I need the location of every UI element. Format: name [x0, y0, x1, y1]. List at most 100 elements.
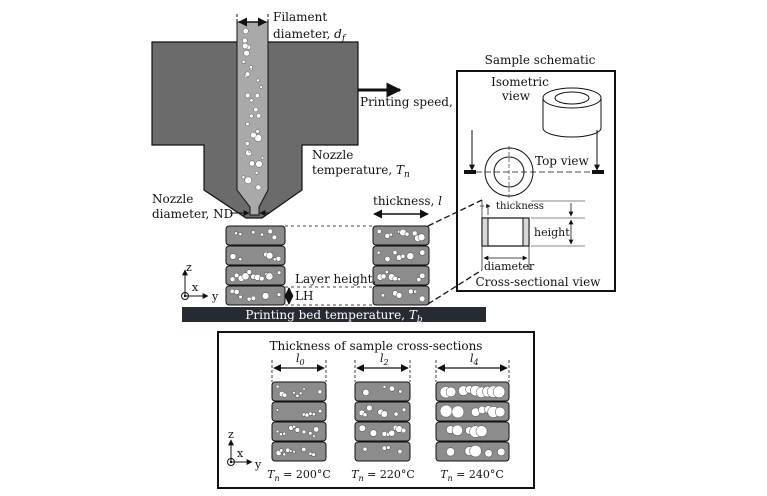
sample-0-void	[308, 431, 313, 436]
filament-bubble	[255, 129, 260, 134]
filament-bubble	[249, 160, 255, 167]
sample-2-void	[469, 444, 482, 458]
printed-void	[404, 231, 410, 237]
printed-void	[411, 230, 418, 237]
printed-void	[250, 295, 256, 301]
filament-bubble	[241, 175, 246, 180]
sample-1-void	[393, 411, 399, 417]
filament-bubble	[248, 149, 252, 153]
printed-void	[267, 228, 273, 235]
filament-bubble	[249, 98, 254, 103]
sample-0-dimension	[271, 360, 327, 382]
axes-bottom	[227, 439, 253, 466]
sample-0-layer	[271, 401, 327, 422]
sample-0-void	[317, 408, 323, 414]
printed-void	[246, 269, 252, 275]
filament-bubble	[244, 176, 252, 185]
layer-height-label: Layer height,	[295, 272, 376, 286]
printed-void	[234, 231, 238, 236]
sample-0-void	[301, 429, 307, 435]
printing-speed-label: Printing speed, v	[360, 95, 464, 109]
printed-void	[376, 250, 381, 255]
sample-0-void	[311, 412, 316, 417]
printed-void	[419, 249, 426, 256]
printed-void	[392, 275, 398, 282]
panel-axis-y-label: y	[254, 458, 262, 471]
cross-height-label: height	[534, 226, 570, 239]
printed-void	[416, 277, 422, 283]
sample-2-l-label: l4	[470, 352, 479, 367]
sample-2-void	[451, 405, 465, 419]
sample-0-void	[313, 426, 320, 433]
sample-1-void	[358, 424, 366, 432]
sample-1-void	[397, 449, 403, 455]
sample-0-void	[275, 429, 280, 434]
filament-bubble	[242, 28, 249, 34]
printing-bed-label: Printing bed temperature, Tb	[245, 308, 423, 325]
sample-1-void	[362, 389, 370, 396]
cross-diameter-label: diameter	[484, 260, 535, 273]
sample-0-void	[292, 424, 297, 429]
section-cut-line	[464, 130, 604, 174]
printed-void	[271, 234, 278, 241]
axis-x-label: x	[192, 281, 199, 294]
filament-bubble	[244, 71, 251, 77]
nozzle-temp-line2: temperature, Tn	[312, 163, 410, 180]
printed-void	[233, 272, 240, 279]
printed-void	[395, 292, 403, 299]
sample-0-void	[282, 392, 288, 398]
axis-y-label: y	[211, 290, 219, 303]
filament-bubble	[249, 113, 254, 119]
printed-void	[259, 275, 265, 282]
sample-2-void	[446, 447, 455, 457]
sample-2-dimension	[435, 360, 510, 382]
sample-0-void	[312, 434, 316, 438]
sample-2-void	[439, 404, 453, 418]
filament-bubble	[254, 170, 259, 175]
printed-void	[246, 296, 252, 302]
schematic-title: Sample schematic	[485, 53, 596, 67]
filament-bubble	[255, 184, 262, 191]
sample-0-void	[301, 446, 307, 452]
printed-void	[275, 255, 282, 262]
sample-1-void	[401, 407, 407, 413]
printed-void	[380, 293, 385, 298]
sample-2-void	[494, 406, 506, 418]
sample-2-void	[445, 386, 457, 398]
printed-void	[238, 257, 243, 262]
sample-1-temp: Tn = 220°C	[351, 468, 415, 483]
printed-layers	[225, 225, 430, 306]
isometric-cylinder	[542, 87, 602, 138]
sample-0-l-label: l0	[296, 352, 305, 367]
sample-0-void	[295, 393, 300, 398]
printed-void	[388, 232, 393, 237]
panel-axis-x-label: x	[237, 447, 244, 460]
sample-1-void	[381, 445, 387, 451]
nozzle	[151, 21, 359, 219]
top-view-label: Top view	[535, 154, 590, 168]
printed-void	[241, 272, 250, 281]
thickness-label: thickness, l	[373, 194, 442, 208]
sample-1-void	[386, 445, 391, 450]
filament-bubbles	[241, 28, 265, 191]
sample-0-void	[289, 449, 293, 453]
sample-0-void	[292, 391, 296, 395]
axis-z-label: z	[186, 261, 192, 274]
sample-1-void	[369, 429, 378, 437]
nozzle-temp-line1: Nozzle	[312, 148, 353, 162]
printed-void	[251, 230, 256, 235]
filament-label-line2: diameter, df	[273, 27, 347, 44]
cross-section-view	[480, 200, 585, 270]
printed-void	[265, 252, 274, 260]
filament-bubble	[255, 160, 263, 168]
printed-void	[261, 292, 270, 300]
sample-1-layer	[354, 381, 411, 402]
sample-1-void	[398, 389, 403, 394]
sample-2-void	[484, 449, 493, 458]
printed-void	[265, 272, 274, 281]
printed-void	[229, 288, 235, 294]
filament-label-line1: Filament	[273, 10, 327, 24]
filament-bubble	[248, 65, 253, 70]
printed-void	[238, 294, 243, 300]
sample-2-void	[475, 425, 488, 438]
